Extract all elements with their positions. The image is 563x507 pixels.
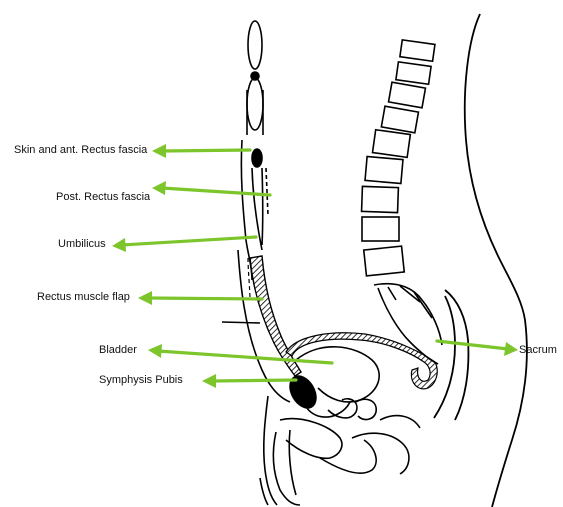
label-post-fascia: Post. Rectus fascia — [56, 191, 150, 204]
symphysis-pubis-shape — [284, 370, 323, 413]
label-bladder: Bladder — [99, 344, 137, 357]
label-arrows — [122, 150, 508, 381]
label-rectus-flap: Rectus muscle flap — [37, 291, 130, 304]
arrow-umbilicus — [122, 237, 256, 245]
spine — [362, 40, 442, 364]
label-sacrum: Sacrum — [519, 344, 557, 357]
rectus-segment-2 — [247, 78, 263, 130]
arrow-skin-fascia — [162, 150, 250, 151]
wall-upper-lines — [247, 90, 263, 135]
rectus-segment-1 — [248, 21, 262, 69]
pelvic-floor — [260, 399, 420, 505]
label-skin-fascia: Skin and ant. Rectus fascia — [14, 144, 147, 157]
arrow-symphysis — [212, 380, 296, 381]
arrow-rectus-flap — [148, 298, 262, 299]
tendinous-node-1 — [251, 72, 259, 80]
posterior-fascia-dashed — [266, 168, 268, 215]
label-symphysis: Symphysis Pubis — [99, 374, 183, 387]
inner-line-upper — [262, 168, 263, 245]
tendinous-node-2 — [252, 149, 262, 167]
body-outline — [434, 14, 527, 507]
arrow-sacrum — [437, 341, 508, 349]
label-umbilicus: Umbilicus — [58, 238, 106, 251]
